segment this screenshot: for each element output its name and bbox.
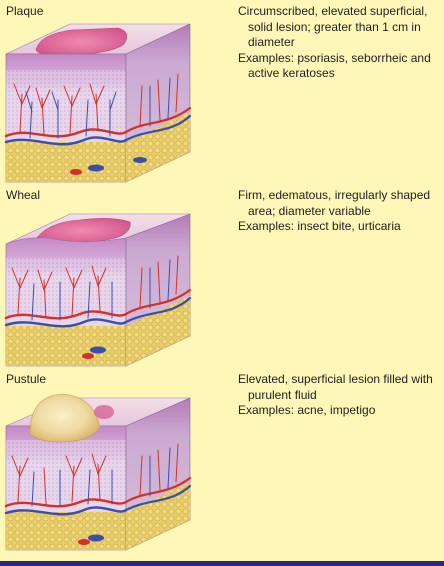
lesion-description-block: Elevated, superficial lesion filled with… bbox=[238, 372, 438, 419]
lesion-examples: Examples: acne, impetigo bbox=[238, 403, 376, 418]
lesion-term: Plaque bbox=[6, 4, 44, 18]
lesion-description: Firm, edematous, irregularly shaped area… bbox=[238, 188, 431, 218]
lesion-term: Pustule bbox=[6, 372, 47, 386]
lesion-description-block: Circumscribed, elevated superficial, sol… bbox=[238, 4, 438, 82]
lesion-term: Wheal bbox=[6, 188, 41, 202]
lesion-description-block: Firm, edematous, irregularly shaped area… bbox=[238, 188, 438, 235]
lesion-description: Elevated, superficial lesion filled with… bbox=[238, 372, 433, 402]
skin-cross-section-illustration bbox=[4, 393, 192, 551]
lesion-row-pustule: Pustule Elevated, superficial lesion fil… bbox=[0, 368, 444, 553]
lesion-row-wheal: Wheal Firm, edematous, irregularly shape… bbox=[0, 184, 444, 369]
lesion-examples: Examples: insect bite, urticaria bbox=[238, 219, 401, 234]
lesion-row-plaque: Plaque Circumscribed, elevated superfici… bbox=[0, 0, 444, 185]
skin-cross-section-illustration bbox=[4, 213, 192, 367]
bottom-border-bar bbox=[0, 561, 444, 566]
lesion-examples: Examples: psoriasis, seborrheic and acti… bbox=[238, 50, 431, 81]
skin-cross-section-illustration bbox=[4, 23, 192, 183]
lesion-description: Circumscribed, elevated superficial, sol… bbox=[238, 4, 428, 50]
